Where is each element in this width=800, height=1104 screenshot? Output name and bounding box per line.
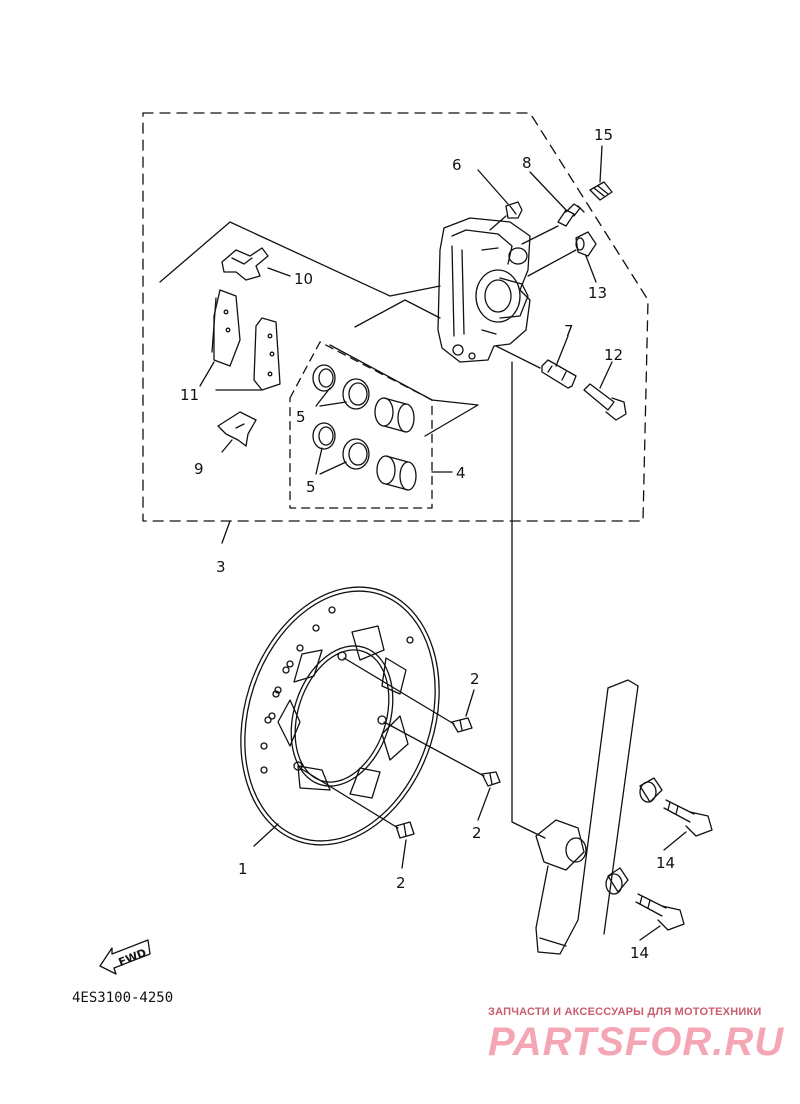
boot-part	[575, 231, 597, 257]
pad-alignment-line-mid	[354, 299, 441, 328]
callout-15: 15	[594, 126, 613, 144]
brake-pad-left	[211, 289, 241, 367]
piston-seal-1	[312, 364, 336, 392]
caliper-cap-part	[505, 201, 523, 219]
callout-13: 13	[588, 284, 607, 302]
piston-alignment-line	[329, 344, 479, 437]
piston-upper	[374, 397, 415, 433]
bleed-screw-part	[557, 203, 585, 227]
disc-screw-1	[451, 717, 473, 733]
watermark-logo: PARTSFOR.RU	[488, 1020, 785, 1064]
callout-10: 10	[294, 270, 313, 288]
mounting-bolt-upper	[663, 799, 713, 837]
callout-14b: 14	[630, 944, 649, 962]
fwd-label: FWD	[117, 946, 149, 969]
disc-screw-3	[395, 821, 415, 839]
callout-7: 7	[564, 322, 574, 340]
callout-2b: 2	[472, 824, 482, 842]
callout-3: 3	[216, 558, 226, 576]
brake-pad-right	[253, 317, 281, 391]
leader-3	[221, 520, 231, 544]
callout-5a: 5	[296, 408, 306, 426]
disc-screw-2	[481, 771, 501, 787]
mounting-axis-line	[511, 361, 546, 839]
pad-spring-part	[221, 247, 269, 281]
watermark-tagline: ЗАПЧАСТИ И АКСЕССУАРЫ ДЛЯ МОТОТЕХНИКИ	[488, 1006, 762, 1018]
callout-9: 9	[194, 460, 204, 478]
callout-11: 11	[180, 386, 199, 404]
callout-14a: 14	[656, 854, 675, 872]
piston-seal-4	[342, 438, 370, 470]
callout-5b: 5	[306, 478, 316, 496]
piston-seal-3	[312, 422, 336, 450]
callout-1: 1	[238, 860, 248, 878]
callout-6: 6	[452, 156, 462, 174]
callout-8: 8	[522, 154, 532, 172]
callout-12: 12	[604, 346, 623, 364]
piston-kit-outline	[289, 341, 433, 509]
caliper-bolt-part	[583, 383, 627, 421]
diagram-code: 4ES3100-4250	[72, 990, 173, 1006]
piston-seal-2	[342, 378, 370, 410]
fwd-arrow-icon	[99, 939, 151, 975]
callout-2a: 2	[470, 670, 480, 688]
mounting-bolt-lower	[635, 893, 685, 931]
piston-lower	[376, 455, 417, 491]
pad-alignment-line-top	[159, 221, 441, 297]
callout-2c: 2	[396, 874, 406, 892]
pad-support-part	[217, 411, 257, 447]
caliper-assembly-outline	[142, 112, 649, 522]
bleed-cap-part	[589, 181, 613, 201]
fork-leg	[535, 679, 663, 955]
caliper-body	[437, 217, 531, 363]
brake-disc	[240, 586, 440, 846]
caliper-pin-part	[541, 359, 577, 389]
callout-4: 4	[456, 464, 466, 482]
